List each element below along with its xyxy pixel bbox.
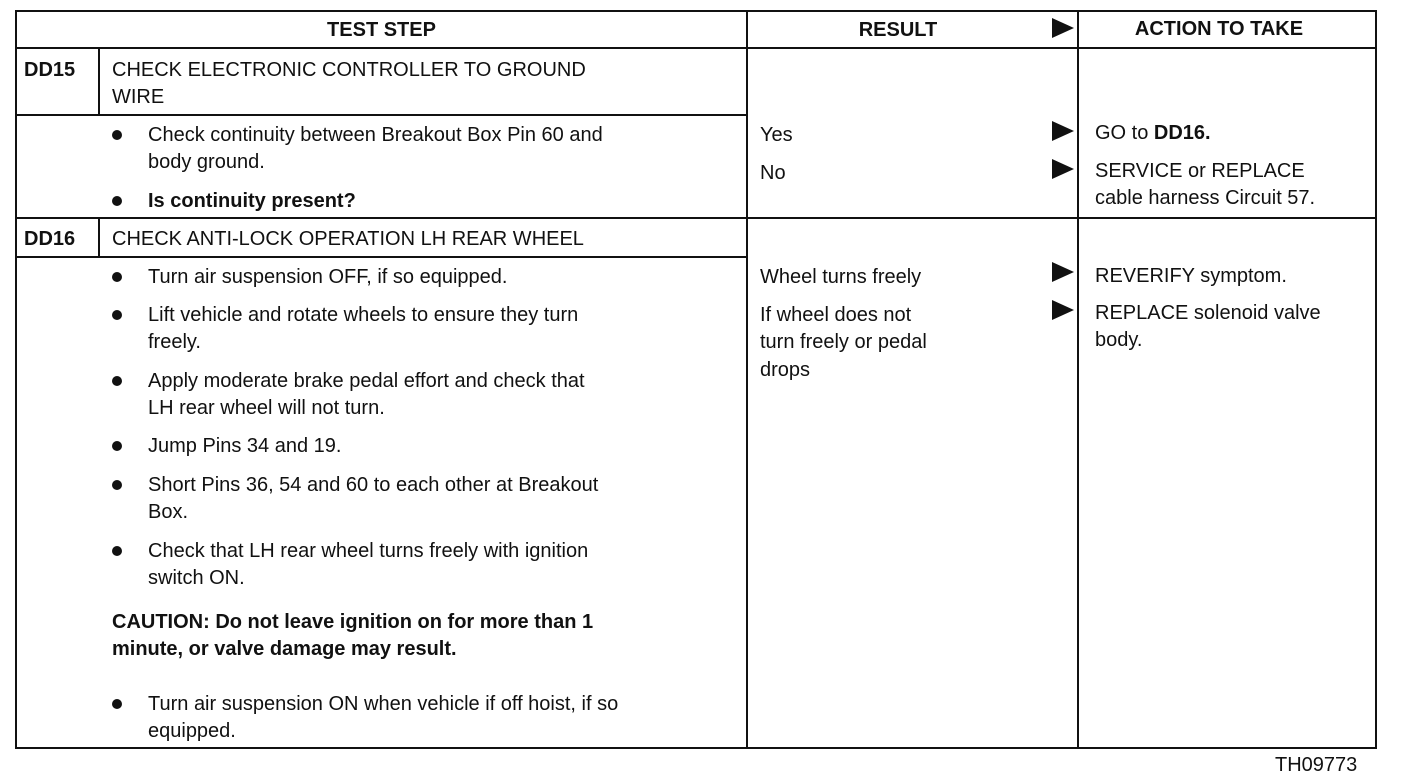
dd15-action-yes-target: DD16. — [1153, 122, 1211, 144]
dd16-result1-arrow-icon — [1052, 262, 1074, 282]
dd15-step2-question: Is continuity present? — [148, 190, 356, 212]
dd15-action-no-line2: cable harness Circuit 57. — [1095, 187, 1316, 209]
dd16-step5-line1: Short Pins 36, 54 and 60 to each other a… — [148, 474, 599, 496]
dd16-step7-line2: equipped. — [148, 720, 236, 742]
dd16-step2-line1: Lift vehicle and rotate wheels to ensure… — [148, 304, 579, 326]
dd16-action2-line1: REPLACE solenoid valve — [1095, 302, 1321, 324]
dd15-action-yes: GO to DD16. — [1095, 120, 1211, 147]
header-test-step: TEST STEP — [327, 19, 436, 41]
dd16-step4: Jump Pins 34 and 19. — [148, 435, 342, 457]
dd15-result-no: No — [760, 162, 786, 184]
bullet-icon — [112, 272, 122, 282]
dd15-title-line2: WIRE — [112, 86, 165, 108]
bullet-icon — [112, 546, 122, 556]
dd16-step6-line1: Check that LH rear wheel turns freely wi… — [148, 540, 589, 562]
dd16-caution-line2: minute, or valve damage may result. — [112, 638, 457, 660]
dd16-step2-line2: freely. — [148, 331, 201, 353]
dd16-result-turns-freely: Wheel turns freely — [760, 266, 922, 288]
bullet-icon — [112, 441, 122, 451]
dd16-step3-line1: Apply moderate brake pedal effort and ch… — [148, 370, 585, 392]
action-column-divider — [1077, 10, 1079, 749]
table-bottom-border — [15, 747, 1377, 749]
dd16-step-id: DD16 — [24, 228, 76, 250]
result-column-divider — [746, 10, 748, 749]
dd15-title-line1: CHECK ELECTRONIC CONTROLLER TO GROUND — [112, 59, 586, 81]
dd15-bottom-border — [15, 217, 1377, 219]
header-bottom-border — [15, 47, 1377, 49]
dd15-step1-line1: Check continuity between Breakout Box Pi… — [148, 124, 603, 146]
bullet-icon — [112, 310, 122, 320]
dd15-step-id: DD15 — [24, 59, 76, 81]
dd16-action2-line2: body. — [1095, 329, 1143, 351]
bullet-icon — [112, 196, 122, 206]
dd16-action1: REVERIFY symptom. — [1095, 265, 1287, 287]
bullet-icon — [112, 376, 122, 386]
header-result: RESULT — [858, 19, 938, 41]
dd16-step6-line2: switch ON. — [148, 567, 245, 589]
table-right-border — [1375, 10, 1377, 749]
dd16-result2-line2: turn freely or pedal — [760, 331, 927, 353]
bullet-icon — [112, 480, 122, 490]
dd16-step5-line2: Box. — [148, 501, 189, 523]
dd16-step7-line1: Turn air suspension ON when vehicle if o… — [148, 693, 619, 715]
figure-id: TH09773 — [1275, 754, 1358, 776]
id-column-divider-dd16 — [98, 217, 100, 258]
dd15-step1-line2: body ground. — [148, 151, 265, 173]
table-top-border — [15, 10, 1377, 12]
dd16-title-divider — [15, 256, 748, 258]
dd16-result2-line1: If wheel does not — [760, 304, 912, 326]
dd16-step1: Turn air suspension OFF, if so equipped. — [148, 266, 508, 288]
dd16-result2-line3: drops — [760, 359, 811, 381]
header-arrow-icon — [1052, 18, 1074, 38]
id-column-divider-dd15 — [98, 47, 100, 116]
header-action-to-take: ACTION TO TAKE — [1134, 18, 1304, 40]
table-left-border — [15, 10, 17, 749]
dd15-title-divider — [15, 114, 748, 116]
dd16-caution-line1: CAUTION: Do not leave ignition on for mo… — [112, 611, 594, 633]
dd16-result2-arrow-icon — [1052, 300, 1074, 320]
dd15-no-arrow-icon — [1052, 159, 1074, 179]
bullet-icon — [112, 699, 122, 709]
dd15-action-yes-prefix: GO to — [1095, 122, 1154, 144]
dd16-title: CHECK ANTI-LOCK OPERATION LH REAR WHEEL — [112, 228, 584, 250]
bullet-icon — [112, 130, 122, 140]
dd16-step3-line2: LH rear wheel will not turn. — [148, 397, 385, 419]
dd15-action-no-line1: SERVICE or REPLACE — [1095, 160, 1305, 182]
dd15-yes-arrow-icon — [1052, 121, 1074, 141]
dd15-result-yes: Yes — [760, 124, 793, 146]
